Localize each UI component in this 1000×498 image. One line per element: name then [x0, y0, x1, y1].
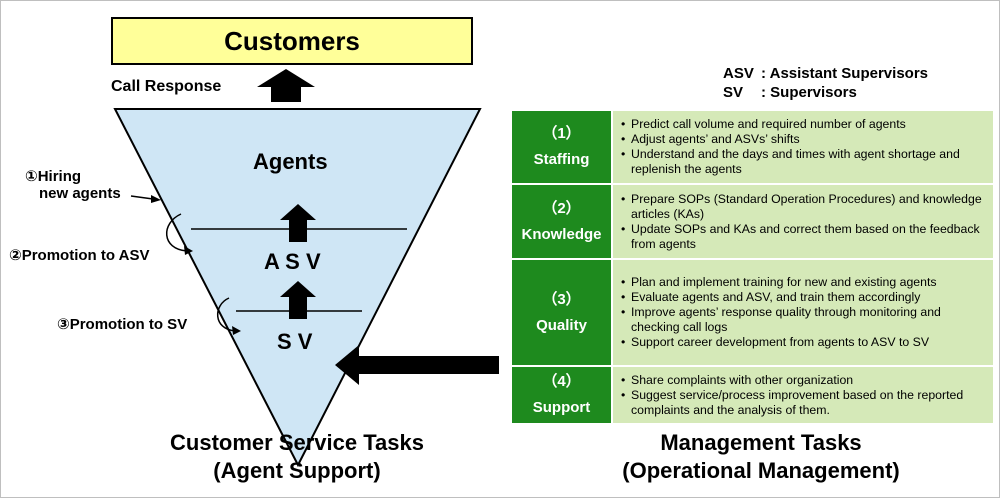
task-body-quality: Plan and implement training for new and …	[613, 260, 993, 365]
management-title: Management Tasks (Operational Management…	[541, 429, 981, 485]
pyramid-sv-label: S V	[277, 329, 313, 354]
management-task-table: （1） Staffing Predict call volume and req…	[512, 111, 993, 423]
promotion-sv-arrow-head	[232, 326, 241, 335]
management-title-line2: (Operational Management)	[622, 458, 900, 483]
task-item: Evaluate agents and ASV, and train them …	[621, 290, 987, 305]
task-head-quality: （3） Quality	[512, 260, 613, 365]
task-head-support: （4） Support	[512, 367, 613, 423]
promotion-sv-curve	[217, 297, 236, 332]
task-title: Quality	[536, 316, 587, 334]
task-item: Understand and the days and times with a…	[621, 147, 987, 177]
legend-sv-def: : Supervisors	[761, 84, 857, 101]
task-row-support: （4） Support Share complaints with other …	[512, 365, 993, 423]
customers-box: Customers	[111, 17, 473, 65]
customer-service-title-line1: Customer Service Tasks	[170, 430, 424, 455]
task-body-support: Share complaints with other organization…	[613, 367, 993, 423]
hiring-label-line1: ①Hiring	[25, 168, 82, 185]
abbreviation-legend: ASV : Assistant Supervisors SV : Supervi…	[723, 64, 928, 102]
promotion-sv-label: ③Promotion to SV	[57, 316, 188, 333]
legend-row-sv: SV : Supervisors	[723, 83, 928, 102]
task-item: Share complaints with other organization	[621, 373, 987, 388]
pyramid-agents-label: Agents	[253, 149, 328, 174]
promotion-asv-label: ②Promotion to ASV	[9, 247, 150, 264]
customer-service-title: Customer Service Tasks (Agent Support)	[97, 429, 497, 485]
task-item: Plan and implement training for new and …	[621, 275, 987, 290]
legend-row-asv: ASV : Assistant Supervisors	[723, 64, 928, 83]
task-item: Predict call volume and required number …	[621, 117, 987, 132]
task-number: （3）	[542, 290, 581, 308]
task-title: Staffing	[533, 151, 590, 168]
task-number: （1）	[542, 125, 581, 142]
task-title: Support	[532, 399, 591, 416]
task-item: Prepare SOPs (Standard Operation Procedu…	[621, 192, 987, 222]
legend-asv-def: : Assistant Supervisors	[761, 65, 928, 82]
task-item: Suggest service/process improvement base…	[621, 388, 987, 418]
management-title-line1: Management Tasks	[660, 430, 862, 455]
task-head-staffing: （1） Staffing	[512, 111, 613, 183]
task-head-knowledge: （2） Knowledge	[512, 185, 613, 258]
legend-sv-abbr: SV	[723, 84, 744, 101]
task-title: Knowledge	[521, 225, 602, 243]
pyramid-asv-label: A S V	[264, 249, 321, 274]
legend-asv-abbr: ASV	[723, 65, 754, 82]
customer-service-title-line2: (Agent Support)	[213, 458, 381, 483]
task-row-knowledge: （2） Knowledge Prepare SOPs (Standard Ope…	[512, 183, 993, 258]
task-row-staffing: （1） Staffing Predict call volume and req…	[512, 111, 993, 183]
call-response-label: Call Response	[111, 78, 222, 95]
hiring-arrow-head	[151, 195, 161, 203]
customers-label: Customers	[224, 25, 360, 56]
hiring-label-line2: new agents	[39, 185, 121, 202]
asv-to-agents-arrow	[280, 204, 316, 242]
task-number: （2）	[542, 199, 581, 217]
management-to-pyramid-arrow	[335, 345, 499, 385]
task-item: Support career development from agents t…	[621, 335, 987, 350]
promotion-asv-curve	[165, 213, 188, 252]
call-response-arrow	[257, 69, 315, 102]
promotion-asv-arrow-head	[184, 246, 193, 255]
task-row-quality: （3） Quality Plan and implement training …	[512, 258, 993, 365]
hiring-arrow-line	[130, 195, 154, 200]
task-item: Update SOPs and KAs and correct them bas…	[621, 222, 987, 252]
task-body-staffing: Predict call volume and required number …	[613, 111, 993, 183]
task-item: Improve agents’ response quality through…	[621, 305, 987, 335]
task-body-knowledge: Prepare SOPs (Standard Operation Procedu…	[613, 185, 993, 258]
task-item: Adjust agents’ and ASVs’ shifts	[621, 132, 987, 147]
sv-to-asv-arrow	[280, 281, 316, 319]
task-number: （4）	[542, 373, 581, 390]
